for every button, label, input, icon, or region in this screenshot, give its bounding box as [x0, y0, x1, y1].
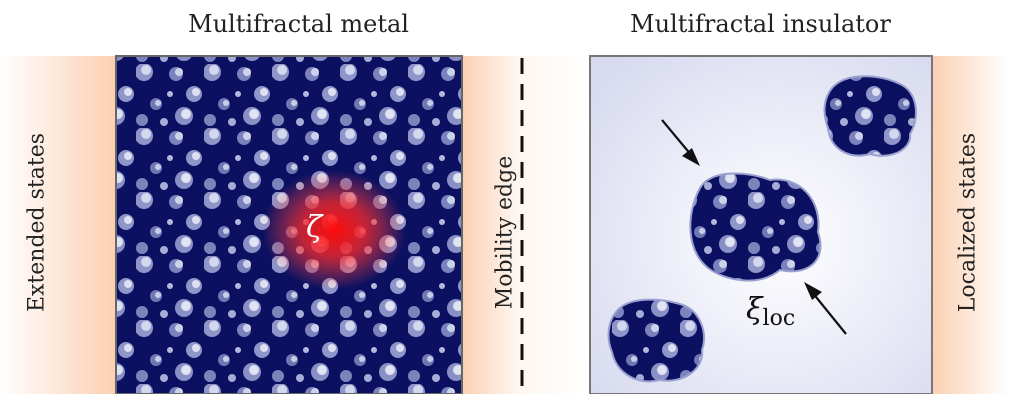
xi-subscript: loc: [762, 306, 796, 331]
xi-symbol: ξ: [746, 292, 763, 327]
localized-states-label: Localized states: [955, 132, 981, 313]
localized-states-band: [932, 56, 1009, 394]
xi-arrow-right: [811, 291, 847, 335]
localized-cluster-top-right: [823, 75, 917, 157]
xi-arrow-left-head: [682, 148, 700, 166]
xi-arrow-right-head: [804, 282, 822, 300]
metal-panel-title: Multifractal metal: [188, 10, 409, 38]
localized-cluster-bottom-left: [607, 298, 705, 383]
extended-states-band: [0, 56, 116, 394]
localized-cluster-center: [689, 172, 822, 282]
insulator-panel-title: Multifractal insulator: [630, 10, 891, 38]
localized-hotspot: [262, 170, 406, 290]
xi-arrow-left: [661, 119, 693, 157]
localization-length-label: ξloc: [746, 292, 795, 331]
mobility-edge-label: Mobility edge: [492, 155, 518, 310]
extended-states-label: Extended states: [24, 132, 50, 313]
zeta-symbol: ζ: [306, 210, 323, 245]
